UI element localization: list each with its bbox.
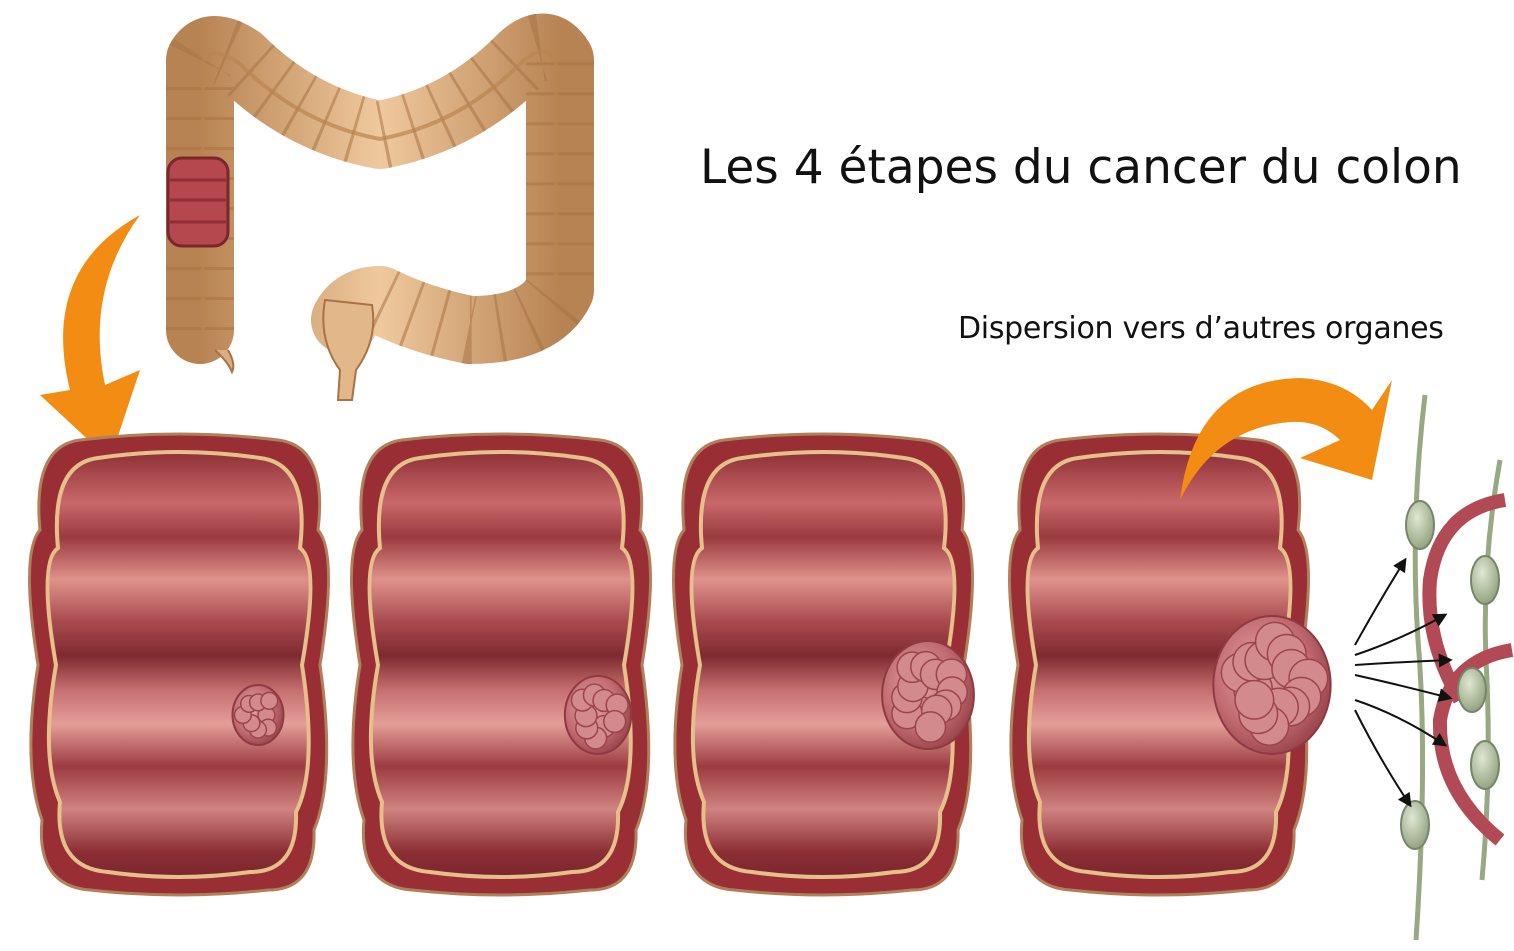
rectum <box>323 300 373 400</box>
tumor-lobe <box>261 692 278 709</box>
spread-arrow-line <box>1355 710 1410 805</box>
lymph-node <box>1471 556 1499 604</box>
spread-arrow-line <box>1355 675 1450 698</box>
lymph-node <box>1458 668 1486 712</box>
tumor-lobe <box>915 712 945 742</box>
lymph-system <box>1355 395 1512 940</box>
colon-section-1-lining <box>47 452 310 877</box>
colon-tube <box>200 48 560 331</box>
tumor-stage-2 <box>565 676 631 754</box>
spread-arrow-line <box>1355 700 1445 745</box>
colon-section-2-lining <box>369 452 632 877</box>
appendix <box>215 350 233 372</box>
lymph-node <box>1471 741 1499 789</box>
lymph-vessel-left <box>1415 395 1425 940</box>
stage-panels <box>29 434 1330 895</box>
tumor-stage-1 <box>233 685 284 745</box>
highlighted-segment <box>168 158 228 246</box>
spread-arrow-line <box>1355 560 1405 645</box>
lymph-node <box>1401 801 1429 849</box>
zoom-arrow <box>40 215 140 460</box>
tumor-lobe <box>604 711 626 733</box>
large-intestine-illustration <box>168 48 560 401</box>
page-title: Les 4 étapes du cancer du colon <box>700 140 1462 195</box>
tumor-lobe <box>1235 680 1274 719</box>
tumor-stage-4 <box>1213 616 1330 754</box>
tumor-stage-3 <box>882 641 974 749</box>
lymph-node <box>1406 501 1434 549</box>
spread-label: Dispersion vers d’autres organes <box>958 311 1444 346</box>
